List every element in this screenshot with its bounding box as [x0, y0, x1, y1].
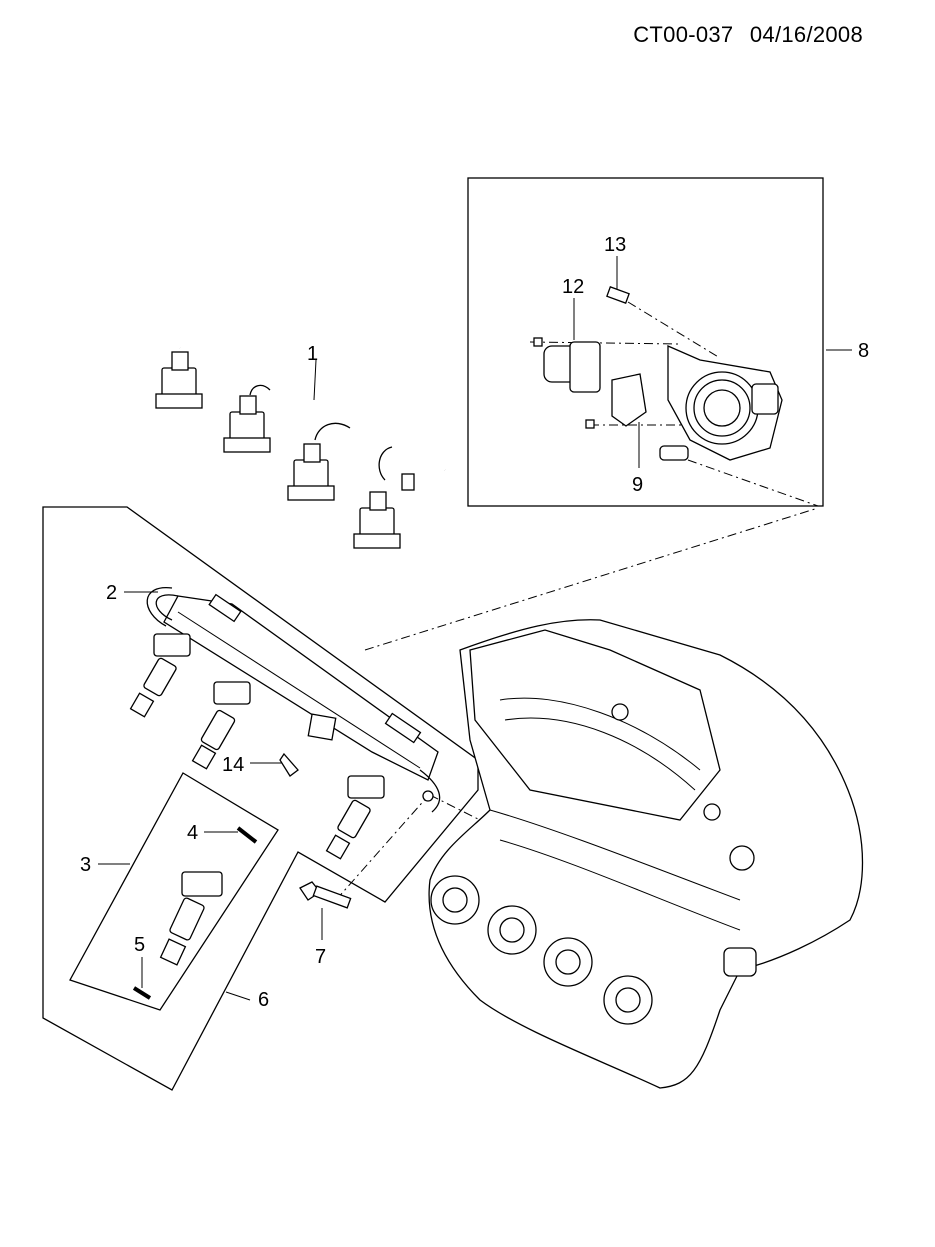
- fuel-injectors-on-rail: [129, 633, 385, 860]
- intake-manifold: [428, 619, 864, 1089]
- fuel-rail-group-box: [42, 506, 479, 1091]
- fuel-injector: [159, 871, 223, 966]
- fuel-rail-bolt: [299, 881, 352, 909]
- fuel-rail: [146, 587, 441, 813]
- leader-lines: [98, 256, 852, 1001]
- callout-6: 6: [258, 989, 269, 1011]
- throttle-body-group-box: [467, 177, 824, 507]
- doc-date: 04/16/2008: [749, 22, 863, 47]
- doc-code: CT00-037: [633, 22, 734, 47]
- idle-control-valve: [543, 341, 601, 393]
- callout-7: 7: [315, 946, 326, 968]
- injector-wiring-harness: [155, 346, 446, 549]
- throttle-screws: [533, 286, 630, 429]
- upper-o-ring: [236, 826, 258, 844]
- callout-5: 5: [134, 934, 145, 956]
- callout-13: 13: [604, 234, 626, 256]
- callout-3: 3: [80, 854, 91, 876]
- throttle-position-sensor: [611, 373, 647, 427]
- callout-1: 1: [307, 343, 318, 365]
- callout-12: 12: [562, 276, 584, 298]
- callout-2: 2: [106, 582, 117, 604]
- lower-o-ring: [132, 986, 152, 1000]
- retaining-clip: [279, 752, 299, 777]
- callout-4: 4: [187, 822, 198, 844]
- callout-14: 14: [222, 754, 244, 776]
- callout-8: 8: [858, 340, 869, 362]
- injector-group-box: [69, 772, 279, 1011]
- document-header: CT00-037 04/16/2008: [623, 22, 863, 48]
- throttle-body: [659, 345, 783, 461]
- callout-9: 9: [632, 474, 643, 496]
